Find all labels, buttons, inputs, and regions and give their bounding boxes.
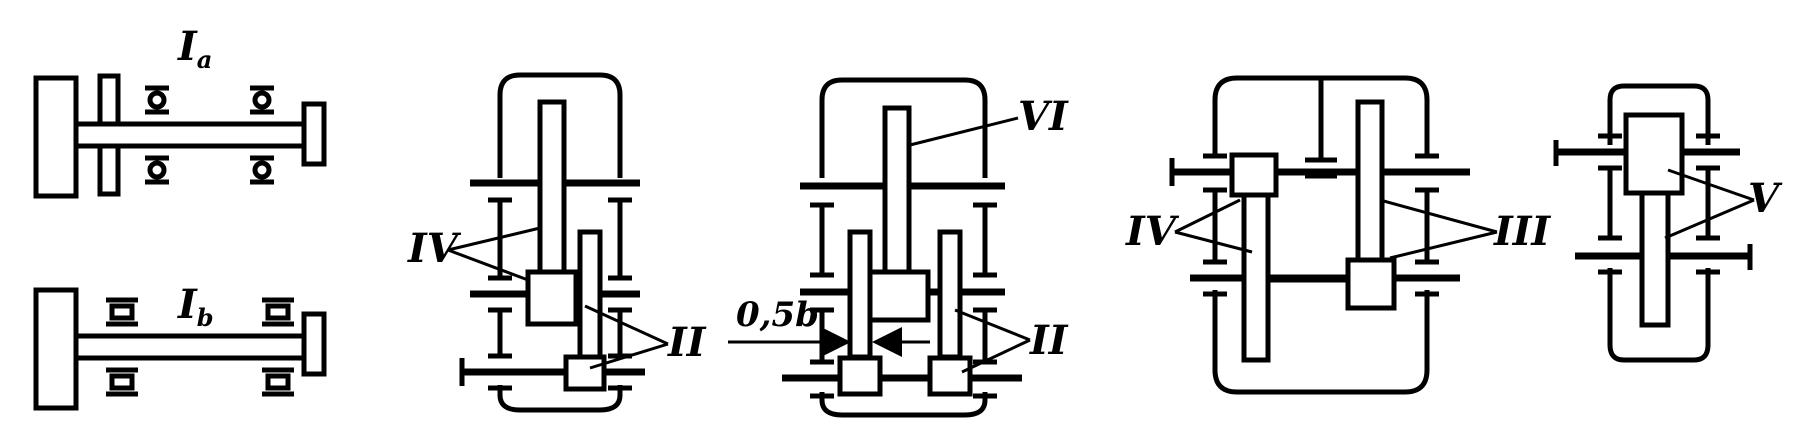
label-v-scheme-5: V — [1748, 175, 1783, 222]
bearing-ia-4 — [250, 155, 274, 185]
gear-pinion-2 — [563, 354, 607, 392]
label-iii-scheme-4: III — [1493, 208, 1551, 255]
bearing-ib-2 — [262, 297, 294, 327]
gear-wheel-large — [882, 105, 912, 275]
bearing-ia-1 — [145, 85, 169, 115]
housing-bottom — [819, 392, 988, 418]
housing-top — [819, 77, 988, 178]
label-iv-scheme-4: IV — [1125, 208, 1180, 255]
housing-walls — [1598, 133, 1720, 275]
coupling-right — [301, 311, 327, 377]
gear-wheel-large — [537, 99, 567, 275]
gear-wheel — [1639, 190, 1671, 328]
leaders-scheme-4 — [1174, 198, 1498, 260]
scheme-shaft-ia — [33, 73, 327, 199]
gear-pinion-right — [927, 355, 973, 397]
housing-top — [497, 72, 623, 178]
bearing-ia-3 — [145, 155, 169, 185]
bearing-ib-4 — [262, 367, 294, 397]
label-dimension-scheme-3: 0,5b — [736, 295, 819, 335]
gear-wheel-1 — [1241, 192, 1271, 363]
gear-pinion-2 — [1345, 257, 1397, 311]
label-ii-scheme-3: II — [1029, 317, 1069, 364]
housing-top — [1607, 83, 1711, 145]
gear-pinion-left — [837, 355, 883, 397]
scheme-shaft-ib — [33, 287, 327, 411]
label-iv-scheme-2: IV — [407, 225, 462, 272]
housing-bottom — [497, 385, 623, 413]
gear-wheel-2 — [577, 229, 603, 360]
bearing-ib-3 — [106, 367, 138, 397]
housing-bottom — [1607, 268, 1711, 363]
shaft — [73, 121, 309, 149]
label-ii-scheme-2: II — [667, 319, 707, 366]
gear-wheel-left — [847, 229, 873, 360]
scheme-gearbox-2 — [459, 72, 645, 413]
gear-wheel-2 — [1355, 99, 1385, 263]
shaft — [73, 333, 309, 361]
label-shaft-ia: Ia — [177, 23, 212, 74]
gear-pinion-1 — [525, 269, 579, 327]
housing-walls — [810, 202, 997, 399]
label-vi-scheme-3: VI — [1018, 93, 1069, 140]
scheme-gearbox-5 — [1553, 83, 1753, 363]
coupling-left — [33, 287, 79, 411]
gear-pinion-1 — [1229, 152, 1279, 198]
coupling-left — [33, 75, 79, 199]
bearing-ia-2 — [250, 85, 274, 115]
gear-pinion — [1623, 112, 1685, 196]
bearing-ib-1 — [106, 297, 138, 327]
leaders-scheme-3 — [728, 116, 1031, 374]
scheme-gearbox-3 — [782, 77, 1022, 418]
scheme-gearbox-4 — [1169, 75, 1470, 395]
leaders-scheme-5 — [1664, 168, 1755, 240]
gear-pinion-center — [865, 269, 931, 323]
coupling-right — [301, 101, 327, 167]
label-shaft-ib: Ib — [177, 281, 214, 332]
gear-wheel-right — [937, 229, 963, 360]
leaders-scheme-2 — [447, 226, 669, 370]
